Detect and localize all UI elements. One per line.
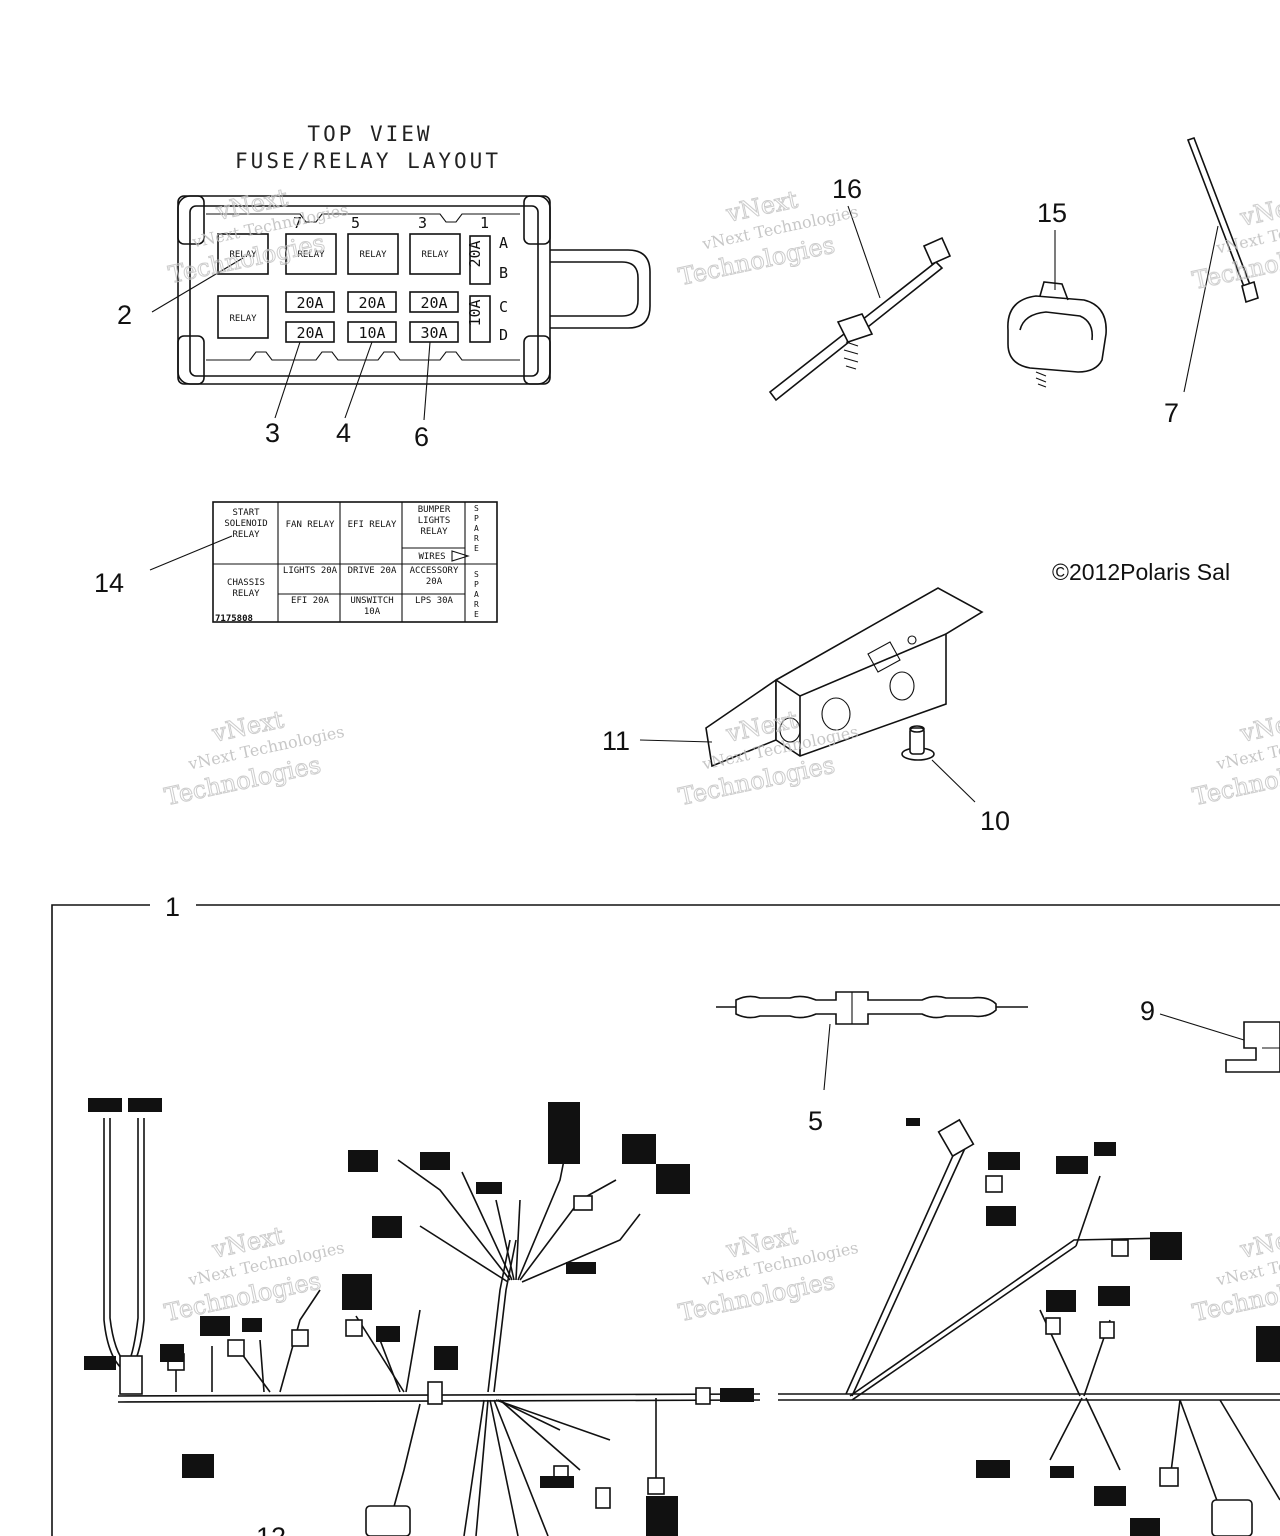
legend-accessory-20a: ACCESSORY 20A (409, 566, 459, 587)
callout-2: 2 (117, 300, 132, 330)
side-fuse-label: 10A (466, 299, 484, 326)
slot-number-3: 3 (418, 214, 427, 232)
bracket-icon[interactable] (705, 587, 984, 768)
legend-efi-relay: EFI RELAY (347, 520, 397, 530)
row-letter-d: D (499, 326, 508, 344)
slot-number-7: 7 (293, 214, 302, 232)
legend-lights-20a: LIGHTS 20A (282, 566, 338, 576)
relay-label: RELAY (359, 250, 387, 260)
heading-top-view: TOP VIEW (307, 122, 432, 146)
callout-3: 3 (265, 418, 280, 448)
relay-label: RELAY (421, 250, 449, 260)
row-letter-a: A (499, 234, 508, 252)
legend-chassis-relay: CHASSIS RELAY (227, 578, 265, 599)
legend-part-number: 7175808 (215, 614, 253, 624)
cable-tie-icon[interactable] (768, 236, 952, 402)
p-clip-icon[interactable] (1007, 281, 1107, 388)
fuse-box-icon[interactable]: 7 5 3 1 RELAY RELAY RELAY RELAY RELAY 20… (177, 195, 651, 385)
callout-12: 12 (256, 1522, 286, 1536)
legend-bumper-lights-relay: BUMPER LIGHTS RELAY (417, 505, 451, 537)
row-letter-b: B (499, 264, 508, 282)
callout-5: 5 (808, 1106, 823, 1136)
callout-14: 14 (94, 568, 124, 598)
legend-unswitch-10a: UNSWITCH 10A (350, 596, 394, 617)
fuse-label: 10A (358, 324, 385, 342)
legend-start-solenoid-relay: START SOLENOID RELAY (224, 508, 268, 540)
legend-fan-relay: FAN RELAY (285, 520, 335, 530)
relay-label: RELAY (229, 314, 257, 324)
callout-6: 6 (414, 422, 429, 452)
sleeve-icon[interactable] (716, 991, 1028, 1025)
legend-efi-20a: EFI 20A (291, 596, 329, 606)
callout-15: 15 (1037, 198, 1067, 228)
harness-icon[interactable] (103, 1118, 761, 1536)
connector-block-icon[interactable] (1225, 1021, 1280, 1073)
callout-9: 9 (1140, 996, 1155, 1026)
callout-7: 7 (1164, 398, 1179, 428)
legend-spare: SPARE (474, 570, 479, 619)
row-letter-c: C (499, 298, 508, 316)
fuse-label: 30A (420, 324, 447, 342)
fuse-label: 20A (420, 294, 447, 312)
cable-tie-icon[interactable] (1186, 136, 1259, 304)
callout-11: 11 (602, 726, 630, 756)
legend-spare: SPARE (474, 504, 479, 553)
fuse-legend-card: START SOLENOID RELAY FAN RELAY EFI RELAY… (212, 501, 498, 624)
slot-number-1: 1 (480, 214, 489, 232)
harness-label-tags (84, 1098, 754, 1536)
callout-1: 1 (165, 892, 180, 922)
legend-lps-30a: LPS 30A (415, 596, 453, 606)
copyright-text: ©2012Polaris Sal (1052, 559, 1230, 585)
legend-wires-note: WIRES (418, 552, 445, 562)
fuse-label: 20A (296, 324, 323, 342)
callout-10: 10 (980, 806, 1010, 836)
callout-16: 16 (832, 174, 862, 204)
slot-number-5: 5 (351, 214, 360, 232)
side-fuse-label: 20A (466, 240, 484, 267)
callout-4: 4 (336, 418, 351, 448)
relay-label: RELAY (297, 250, 325, 260)
legend-drive-20a: DRIVE 20A (347, 566, 397, 576)
fuse-label: 20A (296, 294, 323, 312)
fuse-label: 20A (358, 294, 385, 312)
push-rivet-icon[interactable] (901, 725, 935, 761)
relay-label: RELAY (229, 250, 257, 260)
harness-icon[interactable] (778, 1118, 1280, 1536)
heading-fuse-relay-layout: FUSE/RELAY LAYOUT (235, 149, 501, 173)
harness-label-tags (906, 1118, 1280, 1536)
